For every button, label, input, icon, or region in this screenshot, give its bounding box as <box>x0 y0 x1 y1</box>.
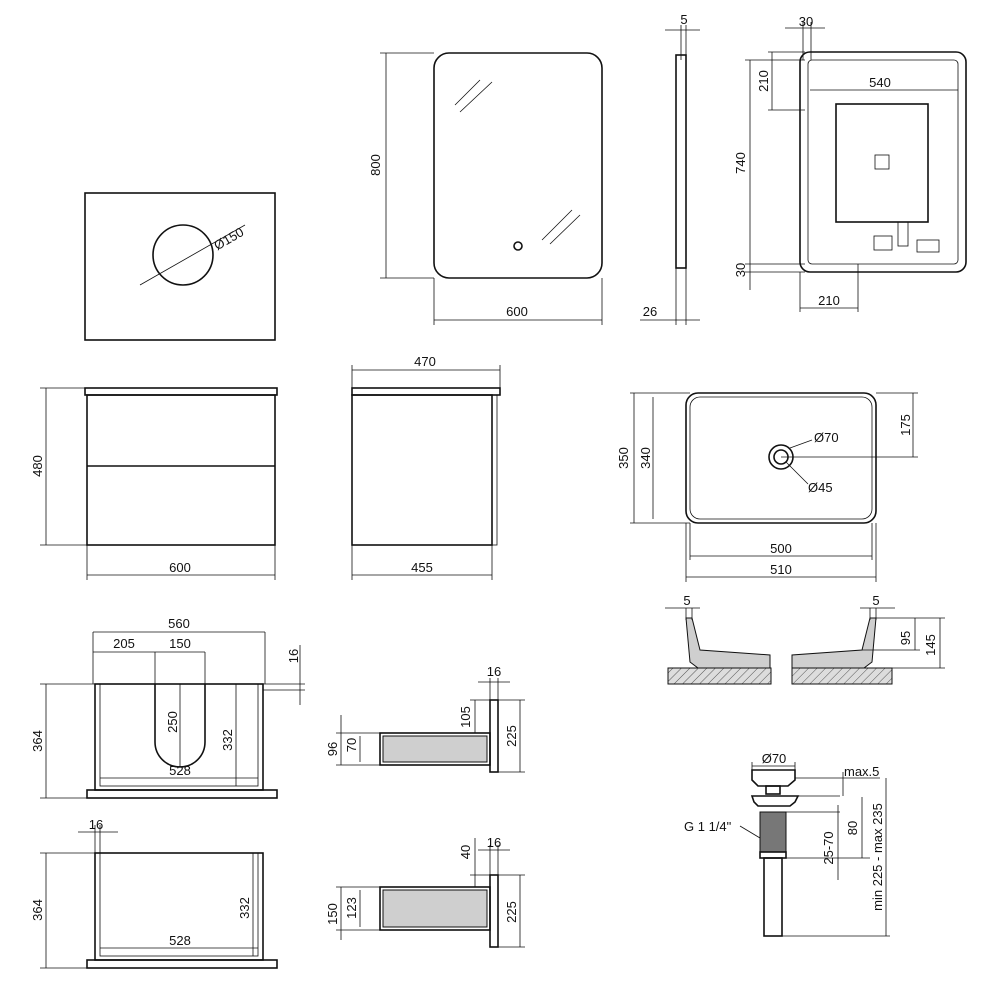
drawer-height-label: 364 <box>30 730 45 752</box>
adjust-range-label: 25-70 <box>821 831 836 864</box>
outer-height-label: 96 <box>325 742 340 756</box>
bottom-offset-label: 210 <box>818 293 840 308</box>
mirror-depth-label: 26 <box>643 304 657 319</box>
inner-height-label: 70 <box>344 738 359 752</box>
cabinet-width-label: 600 <box>169 560 191 575</box>
mount-offset-label: 210 <box>756 70 771 92</box>
basin-inner-depth-label: 340 <box>638 447 653 469</box>
panel-thickness-label: 16 <box>286 649 301 663</box>
drawer-width-label: 560 <box>168 616 190 631</box>
inner-height-label: 123 <box>344 897 359 919</box>
panel-thickness-label: 16 <box>487 664 501 679</box>
panel-thickness-label: 16 <box>487 835 501 850</box>
drain-offset-label: 175 <box>898 414 913 436</box>
mirror-edge-top-label: 30 <box>799 14 813 29</box>
inner-height-label: 332 <box>220 729 235 751</box>
drawer-height-label: 364 <box>30 899 45 921</box>
mirror-height-label: 800 <box>368 154 383 176</box>
max-gap-label: max.5 <box>844 764 879 779</box>
cabinet-height-label: 480 <box>30 455 45 477</box>
inner-height-label: 332 <box>237 897 252 919</box>
basin-outer-depth-label: 350 <box>616 447 631 469</box>
cabinet-front-view: 480 600 <box>30 387 278 580</box>
top-drawer-plan: 560 205 150 16 364 250 332 528 <box>30 616 305 799</box>
inner-height-label: 95 <box>898 631 913 645</box>
mirror-thickness-label: 5 <box>680 12 687 27</box>
socket-icon <box>873 221 940 253</box>
touch-switch-icon <box>513 241 523 251</box>
left-offset-label: 205 <box>113 636 135 651</box>
drain-valve-view: Ø70 max.5 80 25-70 min 225 - max 235 G 1… <box>684 751 890 937</box>
countertop-plan: Ø150 <box>84 192 276 341</box>
front-height-label: 225 <box>504 725 519 747</box>
outer-height-label: 145 <box>923 634 938 656</box>
inner-width-label: 528 <box>169 933 191 948</box>
cabinet-side-view: 470 455 <box>351 354 501 580</box>
front-offset-label: 105 <box>458 706 473 728</box>
drain-inner-label: Ø45 <box>808 480 833 495</box>
basin-outer-width-label: 510 <box>770 562 792 577</box>
mirror-edge-bottom-label: 30 <box>733 263 748 277</box>
outer-height-label: 150 <box>325 903 340 925</box>
top-depth-label: 470 <box>414 354 436 369</box>
top-drawer-side: 16 105 225 96 70 <box>325 664 525 773</box>
front-offset-label: 40 <box>458 845 473 859</box>
panel-thickness-label: 16 <box>89 817 103 832</box>
inner-width-label: 528 <box>169 763 191 778</box>
basin-plan-view: 350 340 175 Ø70 Ø45 500 510 <box>616 392 918 582</box>
drain-diameter-label: Ø70 <box>762 751 787 766</box>
bottom-drawer-plan: 16 364 332 528 <box>30 817 278 969</box>
thread-label: G 1 1/4" <box>684 819 732 834</box>
mirror-side-view: 5 26 <box>640 12 700 325</box>
hole-diameter-label: Ø150 <box>211 224 246 253</box>
rim-left-label: 5 <box>683 593 690 608</box>
cutout-width-label: 150 <box>169 636 191 651</box>
inner-height-label: 740 <box>733 152 748 174</box>
power-supply-icon <box>874 154 890 170</box>
mirror-back-view: 30 210 540 740 30 210 <box>733 14 967 312</box>
basin-section-view: 5 5 95 145 <box>665 593 945 685</box>
bottom-drawer-side: 16 40 225 150 123 <box>325 835 525 948</box>
rim-right-label: 5 <box>872 593 879 608</box>
inner-width-label: 540 <box>869 75 891 90</box>
cutout-depth-label: 250 <box>165 711 180 733</box>
drain-outer-label: Ø70 <box>814 430 839 445</box>
body-depth-label: 455 <box>411 560 433 575</box>
basin-inner-width-label: 500 <box>770 541 792 556</box>
front-height-label: 225 <box>504 901 519 923</box>
thread-length-label: 80 <box>845 821 860 835</box>
mirror-front-view: 800 600 <box>368 52 603 325</box>
total-length-label: min 225 - max 235 <box>870 803 885 911</box>
mirror-width-label: 600 <box>506 304 528 319</box>
